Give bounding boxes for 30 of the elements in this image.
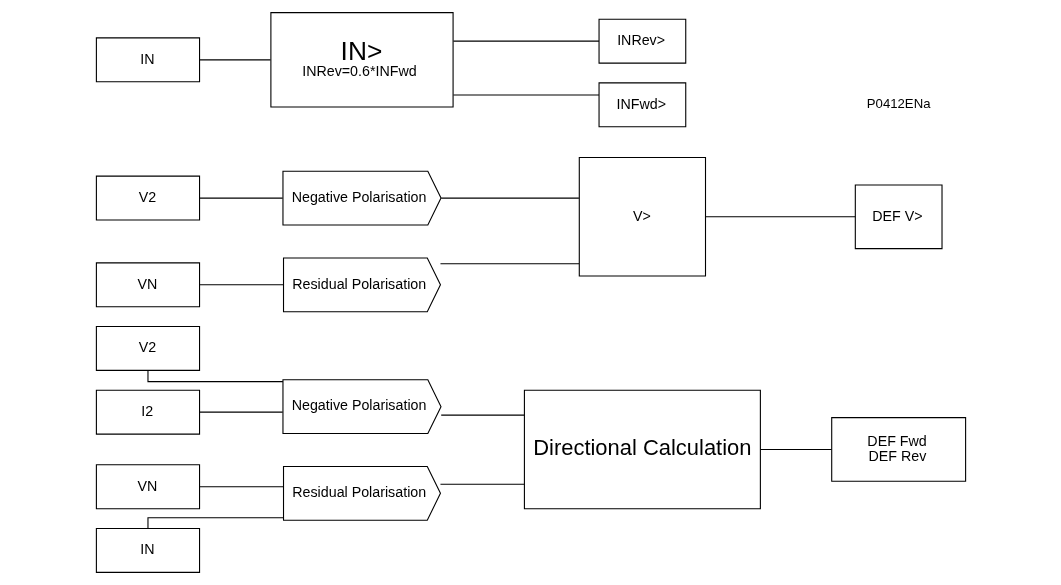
- node-box: IN: [95, 527, 200, 573]
- connector: [439, 263, 580, 265]
- node-box: Directional Calculation: [523, 389, 761, 510]
- connector: [146, 517, 284, 529]
- node-box: IN> INRev=0.6*INFwd: [269, 12, 454, 108]
- node-box: INFwd>: [598, 82, 686, 128]
- connector: [452, 94, 600, 96]
- connector: [146, 369, 283, 383]
- connector: [704, 216, 856, 218]
- node-box: V2: [95, 175, 200, 221]
- connector: [198, 59, 271, 61]
- label: P0412ENa: [866, 96, 930, 112]
- connector: [198, 486, 284, 488]
- connector: [198, 284, 284, 286]
- connector: [759, 448, 832, 450]
- node-box: V>: [578, 156, 706, 277]
- node-box: VN: [95, 464, 200, 510]
- node-box: INRev>: [598, 18, 686, 64]
- connector: [198, 411, 283, 413]
- node-box: DEF V>: [854, 184, 943, 250]
- connector: [452, 40, 600, 42]
- node-box: I2: [95, 389, 200, 435]
- connector: [198, 197, 283, 199]
- connector: [440, 197, 579, 199]
- node-box: IN: [95, 37, 200, 83]
- node-box: DEF Fwd DEF Rev: [830, 417, 966, 482]
- node-box: V2: [95, 325, 200, 371]
- connector: [440, 414, 525, 416]
- node-box: VN: [95, 262, 200, 308]
- connector: [439, 483, 525, 485]
